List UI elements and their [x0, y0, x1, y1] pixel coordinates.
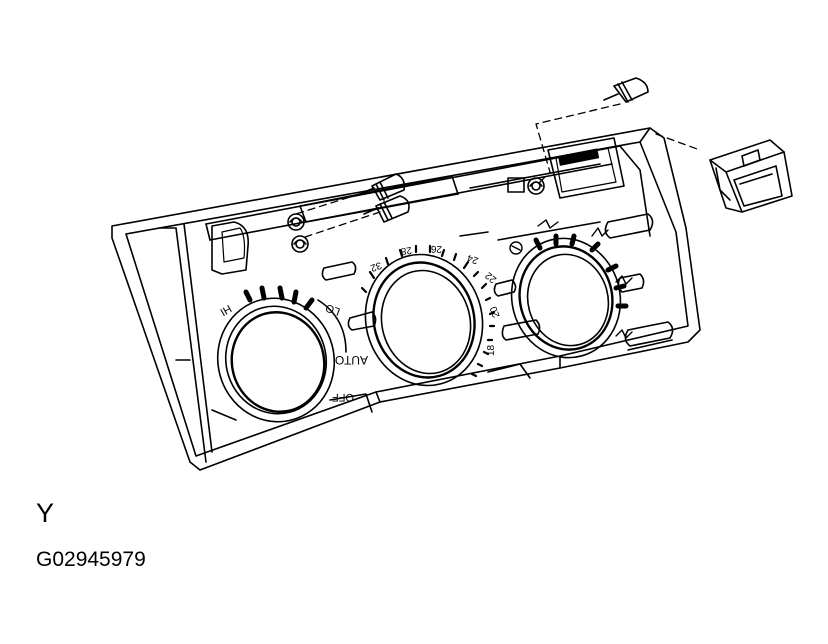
temperature-dial	[364, 253, 484, 387]
indicator-window-right	[547, 137, 625, 199]
bulb-left-lower	[363, 195, 410, 223]
temp-label-22: 22	[483, 269, 499, 285]
temp-label-26: 26	[430, 243, 442, 254]
bulb-socket-left-upper	[287, 213, 305, 231]
fan-label-lo: LO	[324, 301, 342, 317]
fan-label-hi: HI	[218, 302, 234, 318]
electrical-connector	[709, 139, 793, 213]
temp-label-20: 20	[488, 304, 502, 319]
fan-scale-marks	[243, 285, 315, 311]
indicator-window-left	[211, 221, 250, 275]
fan-label-auto: AUTO	[335, 353, 368, 367]
fan-speed-dial	[216, 297, 347, 423]
bulb-socket-left-lower	[291, 235, 309, 253]
figure-code: G02945979	[36, 548, 146, 571]
fan-label-off: OFF	[332, 391, 354, 403]
leader-lines	[295, 103, 701, 239]
mode-scale-marks	[533, 233, 629, 309]
fan-labels: HI LO AUTO OFF	[218, 301, 368, 403]
bulb-socket-right	[507, 177, 545, 195]
figure-letter: Y	[36, 498, 55, 528]
lower-recess	[211, 339, 673, 421]
air-outlet-mode-dial	[510, 237, 622, 359]
temp-label-24: 24	[465, 252, 480, 266]
bulb-top-right	[603, 77, 649, 103]
temperature-scale-labels: 32 28 26 24 22 20 18	[368, 243, 502, 356]
temperature-scale-ticks	[360, 244, 496, 378]
lever-pins	[321, 213, 674, 347]
temp-label-18: 18	[486, 344, 497, 356]
temp-label-28: 28	[399, 244, 412, 257]
temp-label-32: 32	[368, 259, 383, 273]
